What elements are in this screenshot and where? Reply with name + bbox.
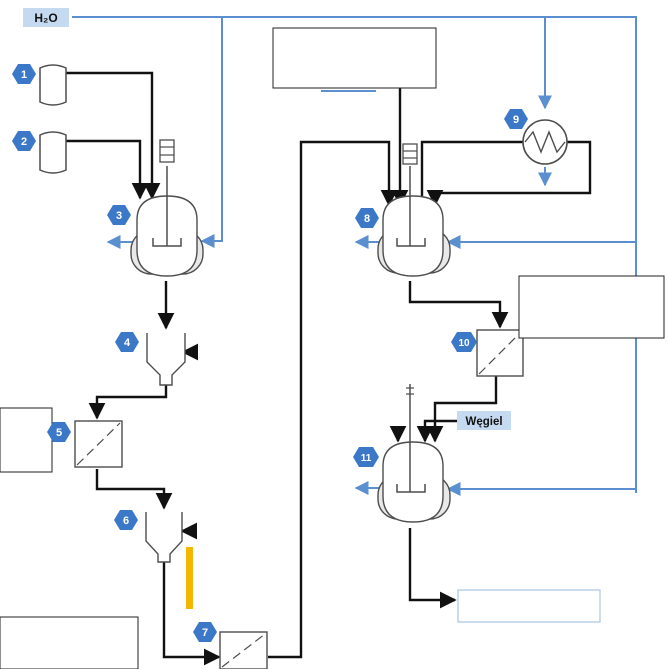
line-5-to-6 (95, 469, 173, 510)
svg-text:8: 8 (364, 213, 370, 225)
highlight-bar (186, 547, 193, 609)
annotation-box-right (518, 275, 665, 339)
reactor-11 (377, 384, 451, 523)
step-badges: 1 2 3 4 5 6 7 8 (12, 64, 528, 642)
svg-text:11: 11 (361, 453, 372, 464)
tank-1 (39, 64, 67, 106)
cooler-9 (522, 119, 568, 165)
svg-text:9: 9 (513, 114, 519, 126)
step-badge-9: 9 (504, 109, 528, 129)
line-9-return-to-8 (426, 140, 592, 207)
funnel-filter-4 (146, 333, 186, 386)
line-8-to-9 (420, 140, 523, 200)
funnel-filter-6 (145, 512, 183, 563)
annotation-box-bottom-left (0, 616, 139, 669)
line-8-to-10 (408, 281, 509, 329)
step-badge-7: 7 (193, 622, 217, 642)
reactor-3 (130, 139, 204, 277)
reactor-8 (377, 143, 451, 277)
line-11-to-product (408, 528, 457, 609)
plate-filter-10 (476, 329, 524, 377)
process-lines (66, 71, 592, 666)
line-2-to-3 (66, 139, 149, 200)
annotation-box-top (272, 27, 437, 89)
line-10-to-11 (426, 376, 498, 443)
plate-filter-5 (74, 420, 123, 468)
svg-text:6: 6 (123, 515, 129, 527)
annotation-box-left (0, 407, 53, 473)
step-badge-8: 8 (355, 208, 379, 228)
step-badge-4: 4 (115, 332, 139, 352)
tank-2 (39, 131, 67, 174)
water-label-chip: H₂O (23, 8, 69, 27)
water-to-reactor-3 (200, 17, 223, 248)
step-badge-11: 11 (353, 447, 379, 467)
svg-text:7: 7 (202, 627, 208, 639)
water-label: H₂O (34, 11, 57, 25)
coal-label-chip: Węgiel (457, 411, 511, 430)
product-box (457, 589, 601, 623)
svg-text:3: 3 (116, 210, 122, 222)
svg-text:4: 4 (124, 337, 131, 349)
step-badge-2: 2 (12, 131, 36, 151)
coal-label: Węgiel (465, 416, 502, 428)
step-badge-1: 1 (12, 64, 36, 84)
step-badge-6: 6 (114, 510, 138, 530)
line-1-to-3 (66, 71, 161, 200)
svg-text:10: 10 (458, 338, 470, 349)
line-6-to-7 (162, 556, 221, 666)
svg-text:2: 2 (21, 136, 27, 148)
line-7-to-8 (268, 140, 398, 659)
step-badge-3: 3 (107, 205, 131, 225)
line-coal-to-11 (416, 419, 457, 443)
line-4-to-5 (88, 385, 168, 420)
step-badge-5: 5 (47, 422, 71, 442)
svg-text:1: 1 (21, 69, 27, 81)
svg-text:5: 5 (56, 427, 62, 439)
plate-filter-7 (219, 631, 268, 669)
step-badge-10: 10 (451, 332, 477, 352)
